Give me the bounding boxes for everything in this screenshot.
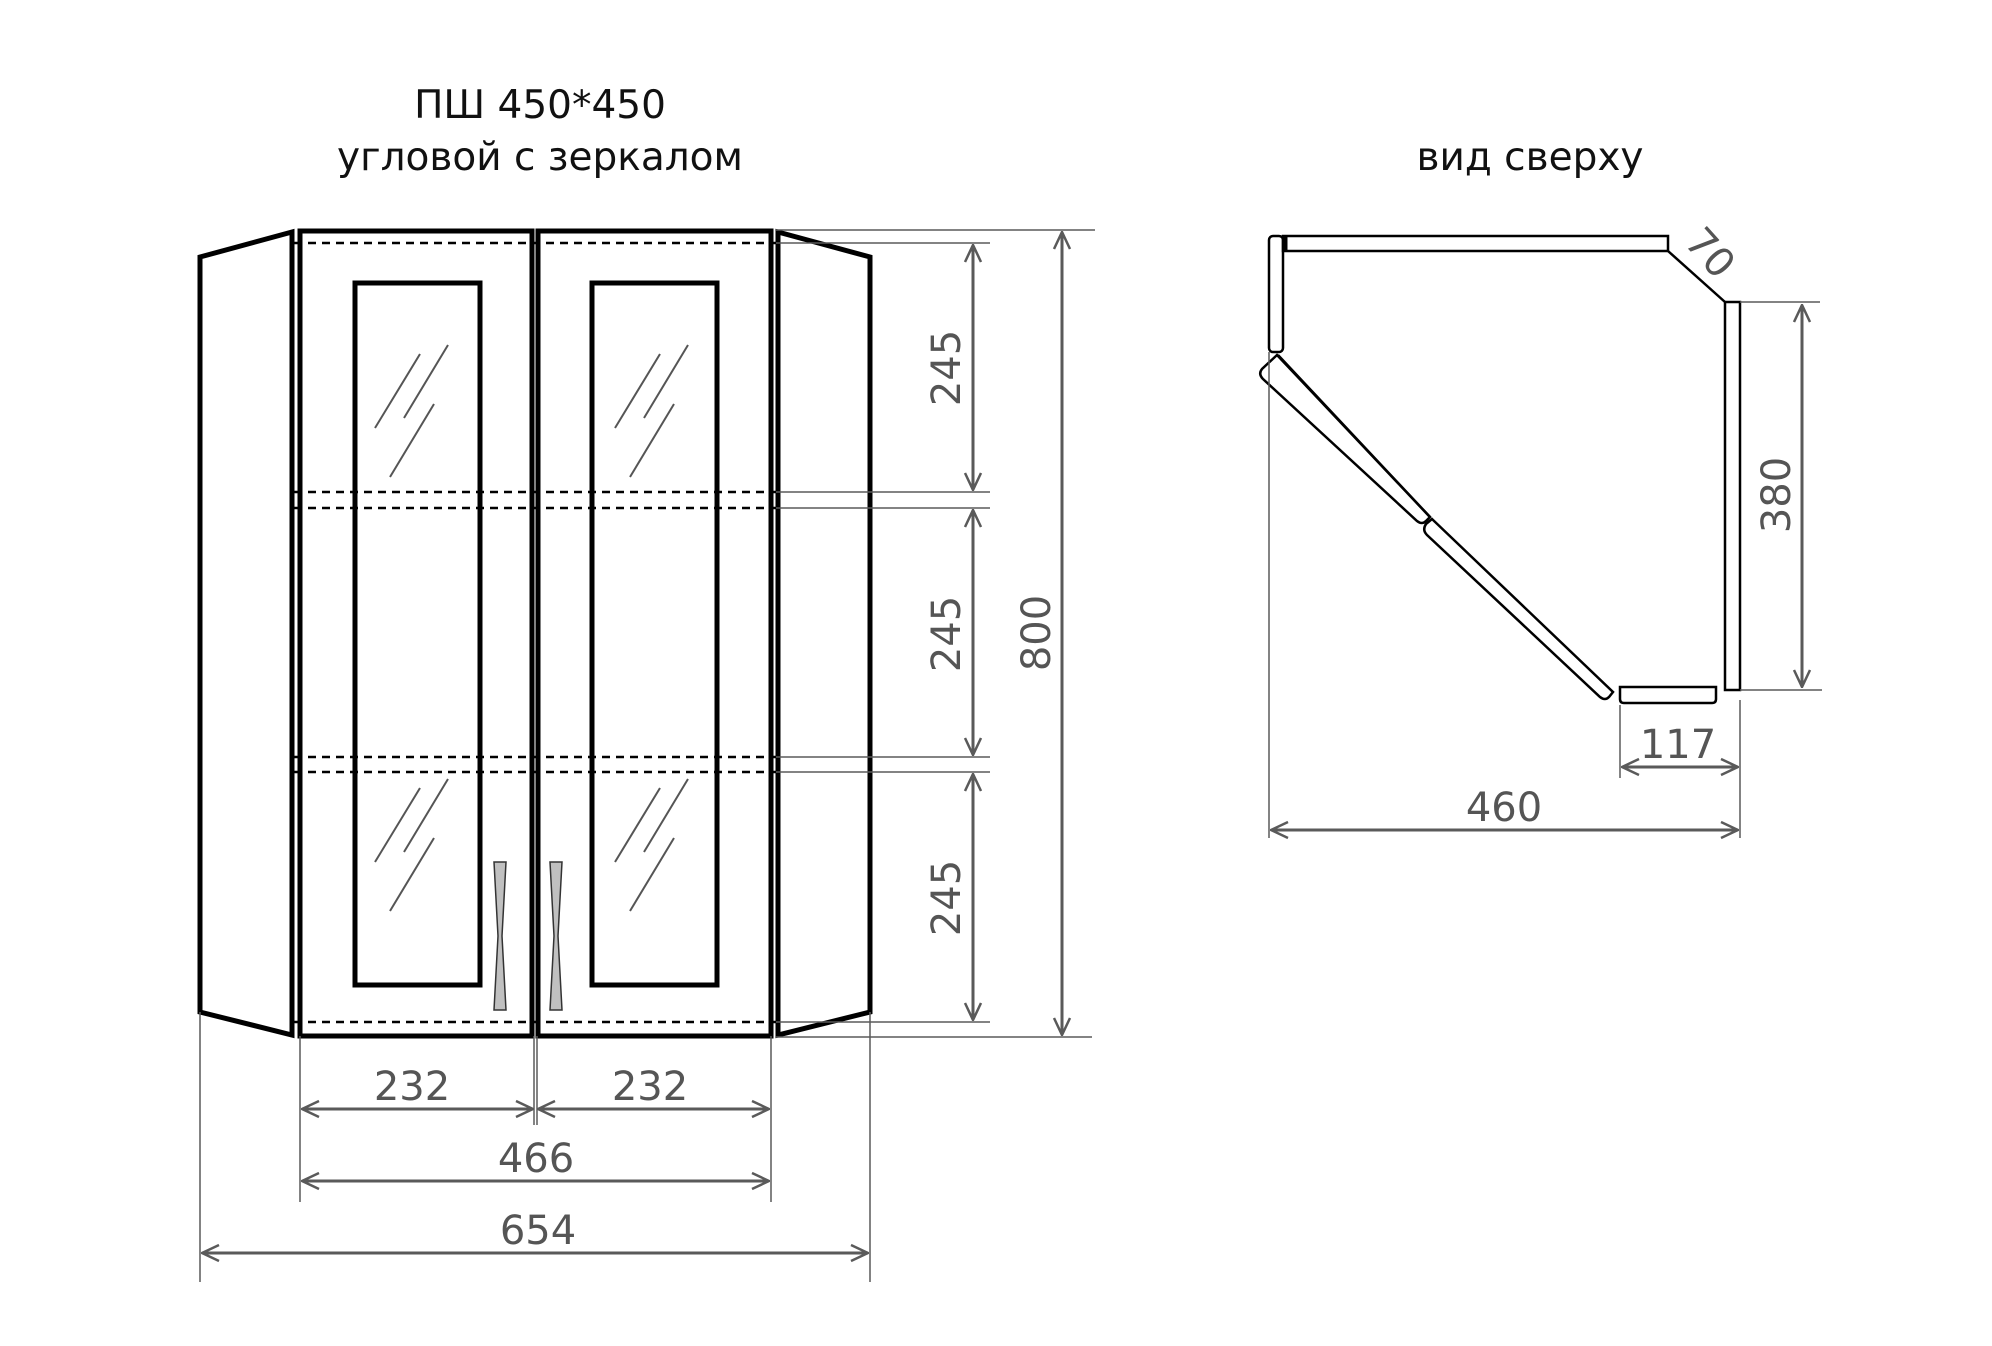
right-handle-icon <box>549 861 563 1011</box>
dim-door-left: 232 <box>374 1064 450 1110</box>
dim-end-width: 117 <box>1640 722 1716 768</box>
model-name: ПШ 450*450 <box>414 83 666 128</box>
vertical-dimension-arrows <box>973 232 1062 1035</box>
dim-front-width: 466 <box>498 1136 574 1182</box>
right-door <box>535 228 774 1039</box>
top-dimension-arrows <box>1271 305 1802 830</box>
front-view: 245 245 245 800 232 232 466 654 <box>197 228 1095 1282</box>
right-mirror <box>589 280 720 988</box>
horizontal-dimension-arrows <box>202 1109 868 1253</box>
left-handle-icon <box>493 861 507 1011</box>
dim-section-top: 245 <box>924 330 970 406</box>
right-side-panel <box>775 228 873 1039</box>
shelf-lines <box>294 241 776 1024</box>
top-view: 70 380 117 460 <box>1259 219 1822 838</box>
top-extension-lines <box>1268 301 1822 838</box>
dim-top-overall-width: 460 <box>1466 785 1542 831</box>
top-back-board <box>1281 234 1670 253</box>
front-view-title: ПШ 450*450 угловой с зеркалом <box>280 80 800 184</box>
extension-lines <box>199 229 1095 1282</box>
top-chamfer <box>1667 250 1726 303</box>
top-end-board <box>1292 681 1388 696</box>
dim-total-height: 800 <box>1014 595 1060 671</box>
left-side-panel <box>197 228 295 1039</box>
dim-section-middle: 245 <box>924 596 970 672</box>
dim-door-right: 232 <box>612 1064 688 1110</box>
dim-overall-width: 654 <box>500 1208 576 1254</box>
top-right-board <box>1723 300 1742 692</box>
dim-chamfer: 70 <box>1676 219 1744 288</box>
dim-section-bottom: 245 <box>924 860 970 936</box>
top-left-side-edge <box>1267 234 1285 354</box>
top-diagonal-doors <box>1259 353 1615 701</box>
left-mirror <box>352 280 483 988</box>
top-view-title: вид сверху <box>1416 135 1644 180</box>
model-description: угловой с зеркалом <box>337 135 743 180</box>
left-door <box>297 228 535 1039</box>
glass-reflection-icon <box>374 344 689 912</box>
dim-side-depth: 380 <box>1754 457 1800 533</box>
